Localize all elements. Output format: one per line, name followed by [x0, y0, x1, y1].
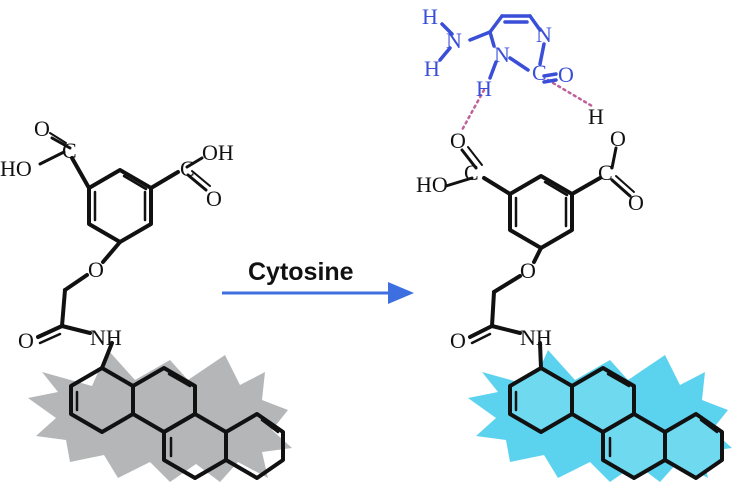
atom-nh: NH	[90, 325, 122, 350]
cytosine-atom-h: H	[422, 4, 438, 29]
cytosine-atom-n: N	[446, 28, 462, 53]
cytosine-bonds	[438, 14, 558, 84]
cytosine-molecule: H N H N N C O H	[422, 4, 574, 101]
cytosine-atom-o: O	[558, 62, 574, 87]
atom-o: O	[450, 128, 466, 153]
atom-o: O	[18, 328, 34, 353]
atom-c: C	[598, 160, 613, 185]
probe-molecule-bound: H N H N N C O H H O O C HO C O O O NH	[416, 4, 732, 482]
atom-c: C	[180, 156, 195, 181]
atom-ho: HO	[0, 156, 32, 181]
atom-o: O	[628, 190, 644, 215]
atom-o: O	[520, 258, 536, 283]
cytosine-atom-c: C	[532, 60, 547, 85]
atom-oh: OH	[202, 140, 234, 165]
cytosine-atom-h: H	[424, 56, 440, 81]
atom-o: O	[450, 328, 466, 353]
bonds	[444, 146, 724, 480]
arrow-head	[388, 282, 414, 304]
atom-labels: H O O C HO C O O O NH	[416, 104, 644, 353]
atom-h: H	[588, 104, 604, 129]
atom-o: O	[88, 257, 104, 282]
hydrogen-bonds	[460, 78, 594, 132]
atom-c: C	[62, 138, 77, 163]
atom-o: O	[34, 116, 50, 141]
atom-ho: HO	[416, 172, 448, 197]
atom-o: O	[610, 126, 626, 151]
cytosine-atom-n: N	[494, 42, 510, 67]
reagent-label: Cytosine	[248, 258, 354, 286]
atom-labels: O C HO C OH O O O NH	[0, 116, 234, 353]
atom-o: O	[206, 186, 222, 211]
probe-molecule-free: O C HO C OH O O O NH	[0, 116, 292, 482]
cytosine-atom-n: N	[536, 22, 552, 47]
bonds	[36, 132, 285, 480]
reaction-arrow: Cytosine	[222, 258, 414, 304]
cytosine-atom-h: H	[476, 76, 492, 101]
atom-c: C	[464, 160, 479, 185]
atom-nh: NH	[520, 325, 552, 350]
